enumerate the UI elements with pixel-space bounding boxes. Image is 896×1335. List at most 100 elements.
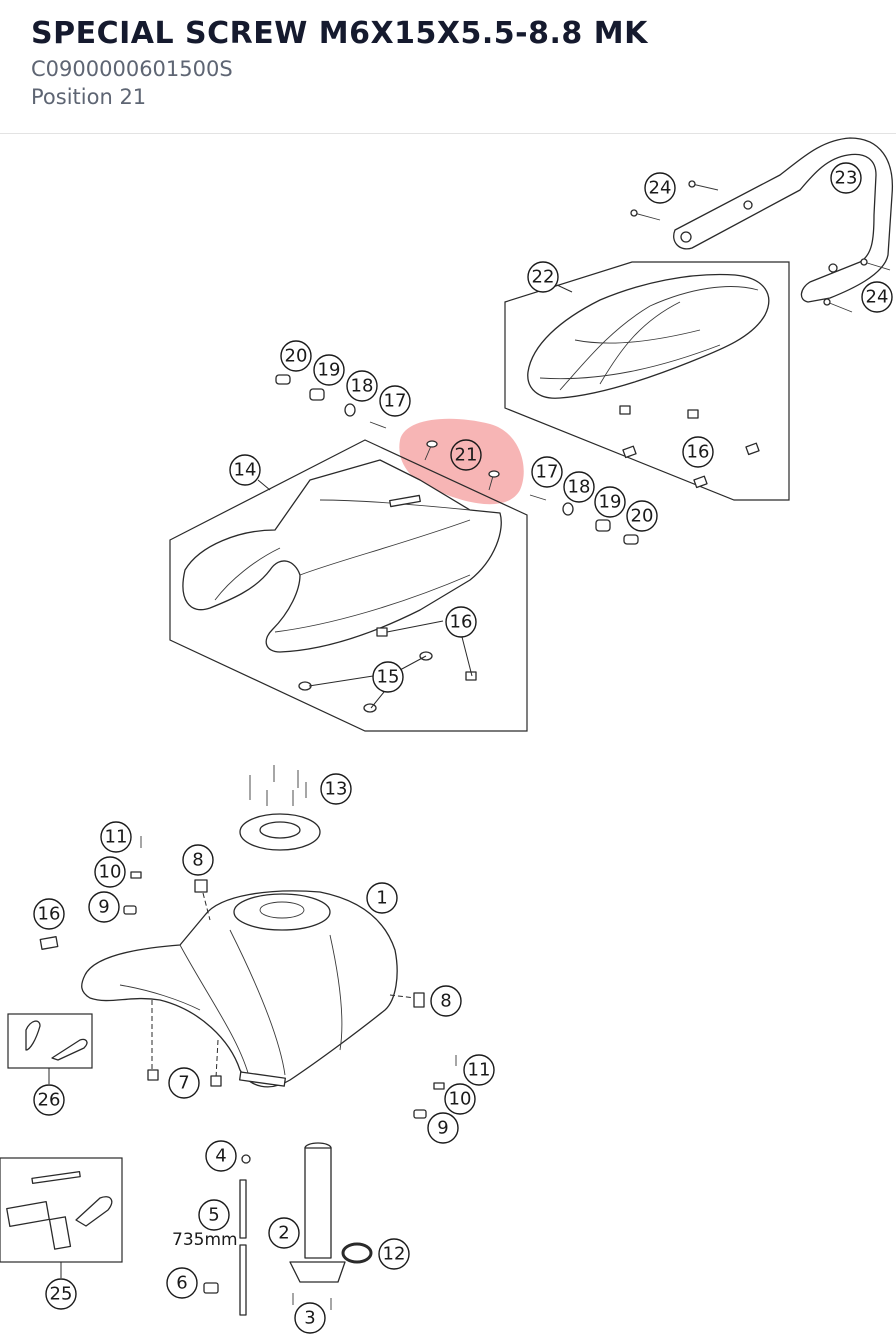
svg-text:16: 16 bbox=[687, 442, 710, 463]
svg-text:9: 9 bbox=[98, 897, 109, 918]
callout-16-rear[interactable]: 16 bbox=[682, 436, 714, 468]
svg-text:11: 11 bbox=[468, 1060, 491, 1081]
svg-text:18: 18 bbox=[351, 376, 374, 397]
callout-19-upper[interactable]: 19 bbox=[313, 354, 345, 386]
svg-text:12: 12 bbox=[383, 1244, 406, 1265]
callout-18-lower[interactable]: 18 bbox=[563, 471, 595, 503]
svg-text:8: 8 bbox=[192, 850, 203, 871]
svg-text:2: 2 bbox=[278, 1223, 289, 1244]
svg-text:11: 11 bbox=[105, 827, 128, 848]
rear-seat-frame bbox=[504, 261, 790, 501]
kit-25-parts bbox=[6, 1171, 113, 1250]
callout-8-upper[interactable]: 8 bbox=[182, 844, 214, 876]
svg-text:4: 4 bbox=[215, 1146, 226, 1167]
callout-18-upper[interactable]: 18 bbox=[346, 370, 378, 402]
clip-part bbox=[622, 445, 637, 459]
svg-text:6: 6 bbox=[176, 1273, 187, 1294]
callout-19-lower[interactable]: 19 bbox=[594, 486, 626, 518]
callout-16-left[interactable]: 16 bbox=[33, 898, 65, 930]
pump-screws-part bbox=[292, 1293, 332, 1310]
callout-11-right[interactable]: 11 bbox=[463, 1054, 495, 1086]
leader-lines bbox=[48, 284, 573, 1278]
part-header: SPECIAL SCREW M6X15X5.5-8.8 MK C09000006… bbox=[0, 0, 896, 134]
callout-1[interactable]: 1 bbox=[366, 882, 398, 914]
svg-text:13: 13 bbox=[325, 779, 348, 800]
clip-part bbox=[745, 442, 760, 456]
svg-text:7: 7 bbox=[178, 1073, 189, 1094]
front-seat-part bbox=[182, 459, 502, 653]
svg-text:16: 16 bbox=[450, 612, 473, 633]
callout-26[interactable]: 26 bbox=[33, 1084, 65, 1116]
callout-20-upper[interactable]: 20 bbox=[280, 340, 312, 372]
svg-text:10: 10 bbox=[449, 1089, 472, 1110]
screw-21-part bbox=[424, 440, 500, 491]
callouts: 1 2 3 4 5 6 7 8 8 9 9 10 10 11 11 12 13 … bbox=[33, 162, 893, 1334]
svg-text:19: 19 bbox=[599, 492, 622, 513]
callout-9-left[interactable]: 9 bbox=[88, 891, 120, 923]
clip-part bbox=[693, 475, 708, 489]
callout-14[interactable]: 14 bbox=[229, 454, 261, 486]
callout-12[interactable]: 12 bbox=[378, 1238, 410, 1270]
callout-13[interactable]: 13 bbox=[320, 773, 352, 805]
fuel-pump-part bbox=[289, 1142, 346, 1283]
svg-text:8: 8 bbox=[440, 991, 451, 1012]
kit-26-parts bbox=[25, 1020, 88, 1061]
kit-26-frame bbox=[7, 1013, 93, 1069]
connector-part bbox=[203, 1282, 219, 1294]
callout-23[interactable]: 23 bbox=[830, 162, 862, 194]
seal-ring-part bbox=[341, 1242, 373, 1264]
callout-6[interactable]: 6 bbox=[166, 1267, 198, 1299]
callout-21[interactable]: 21 bbox=[450, 439, 482, 471]
fuel-cap-part bbox=[239, 813, 321, 851]
svg-text:1: 1 bbox=[376, 888, 387, 909]
svg-text:23: 23 bbox=[835, 168, 858, 189]
exploded-parts-diagram: 1 2 3 4 5 6 7 8 8 9 9 10 10 11 11 12 13 … bbox=[0, 137, 894, 1334]
svg-text:15: 15 bbox=[377, 667, 400, 688]
callout-9-right[interactable]: 9 bbox=[427, 1112, 459, 1144]
callout-10-right[interactable]: 10 bbox=[444, 1083, 476, 1115]
svg-text:24: 24 bbox=[866, 287, 889, 308]
callout-20-lower[interactable]: 20 bbox=[626, 500, 658, 532]
svg-text:26: 26 bbox=[38, 1090, 61, 1111]
svg-text:25: 25 bbox=[50, 1284, 73, 1305]
callout-15[interactable]: 15 bbox=[372, 661, 404, 693]
tank-hardware bbox=[39, 836, 457, 1119]
front-seat-frame bbox=[169, 439, 528, 732]
part-number: C0900000601500S bbox=[31, 57, 233, 81]
callout-24-right[interactable]: 24 bbox=[861, 281, 893, 313]
part-position: Position 21 bbox=[31, 85, 147, 109]
callout-17-lower[interactable]: 17 bbox=[531, 456, 563, 488]
svg-text:16: 16 bbox=[38, 904, 61, 925]
callout-11-left[interactable]: 11 bbox=[100, 821, 132, 853]
svg-text:22: 22 bbox=[532, 267, 555, 288]
callout-8-right[interactable]: 8 bbox=[430, 985, 462, 1017]
svg-text:9: 9 bbox=[437, 1118, 448, 1139]
callout-17-upper[interactable]: 17 bbox=[379, 385, 411, 417]
svg-text:20: 20 bbox=[285, 346, 308, 367]
clamp-part bbox=[241, 1154, 251, 1164]
callout-4[interactable]: 4 bbox=[205, 1140, 237, 1172]
svg-text:17: 17 bbox=[384, 391, 407, 412]
callout-2[interactable]: 2 bbox=[268, 1217, 300, 1249]
svg-text:3: 3 bbox=[304, 1308, 315, 1329]
buffer-part bbox=[298, 651, 433, 713]
callout-10-left[interactable]: 10 bbox=[94, 856, 126, 888]
screw-part bbox=[630, 180, 891, 313]
clip-part bbox=[376, 627, 388, 637]
callout-22[interactable]: 22 bbox=[527, 261, 559, 293]
rear-seat-part bbox=[527, 273, 770, 419]
part-title: SPECIAL SCREW M6X15X5.5-8.8 MK bbox=[31, 16, 648, 51]
hardware-upper bbox=[275, 374, 387, 429]
hose-part bbox=[239, 1179, 247, 1316]
callout-7[interactable]: 7 bbox=[168, 1067, 200, 1099]
svg-text:10: 10 bbox=[99, 862, 122, 883]
highlight-position-21 bbox=[399, 418, 524, 505]
callout-25[interactable]: 25 bbox=[45, 1278, 77, 1310]
grab-handle-part bbox=[673, 137, 894, 303]
svg-text:14: 14 bbox=[234, 460, 257, 481]
callout-24-upper[interactable]: 24 bbox=[644, 172, 676, 204]
callout-16-front[interactable]: 16 bbox=[445, 606, 477, 638]
callout-3[interactable]: 3 bbox=[294, 1302, 326, 1334]
callout-5[interactable]: 5 bbox=[198, 1199, 230, 1231]
svg-text:20: 20 bbox=[631, 506, 654, 527]
